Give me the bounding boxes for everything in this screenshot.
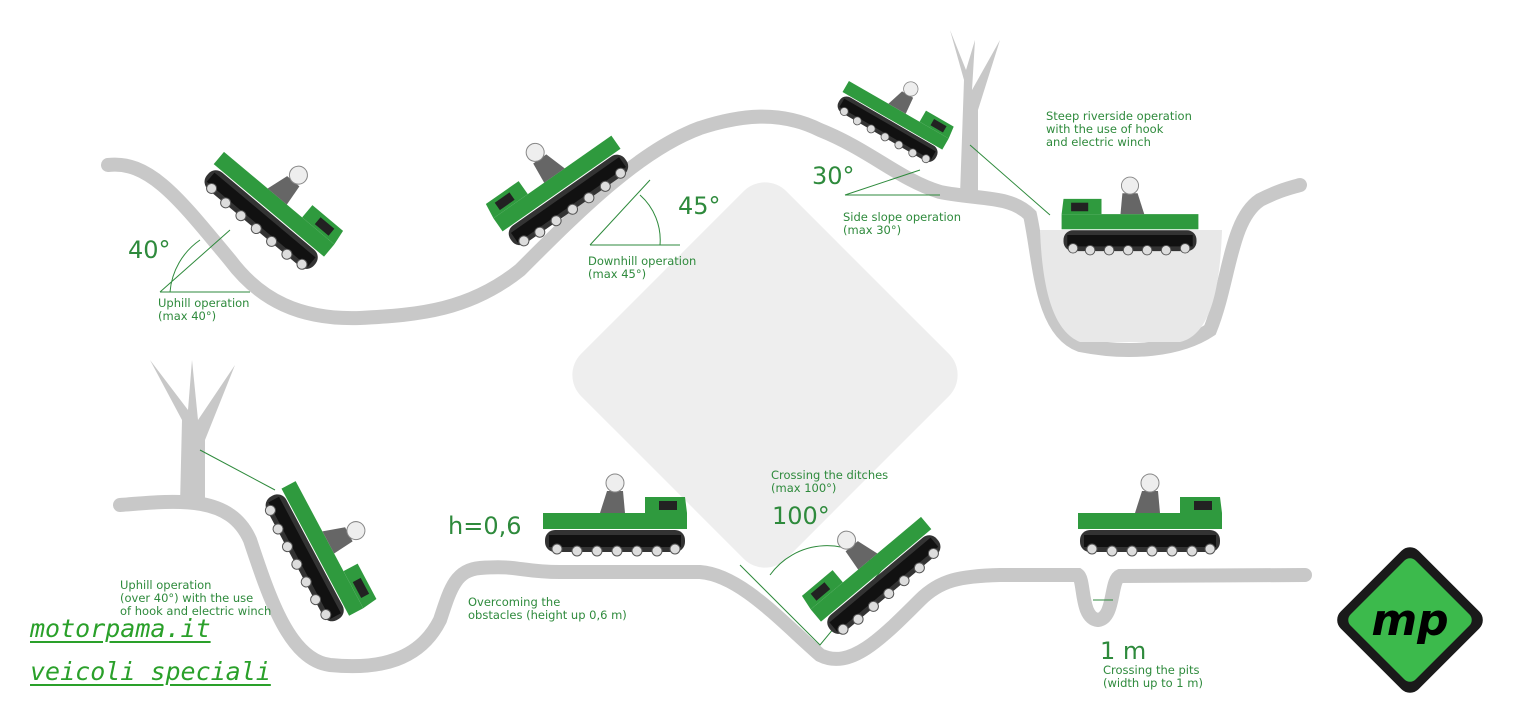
terrain-top [101, 109, 1307, 357]
motorpama-logo [1337, 547, 1483, 693]
caption-downhill: Downhill operation (max 45°) [588, 254, 697, 281]
angle-uphill: 40° [128, 236, 171, 264]
caption-obstacles: Overcoming the obstacles (height up 0,6 … [468, 595, 627, 622]
caption-side-slope: Side slope operation (max 30°) [843, 210, 961, 237]
vehicle-riverside [1061, 176, 1199, 256]
vehicle-obstacle [542, 473, 688, 557]
brand-tagline-link[interactable]: veicoli speciali [30, 657, 271, 686]
caption-uphill: Uphill operation (max 40°) [158, 296, 250, 323]
pit-width: 1 m [1100, 637, 1147, 665]
watermark-logo [572, 182, 958, 568]
tree-top [950, 30, 1000, 195]
obstacle-height: h=0,6 [448, 512, 522, 540]
caption-ditches: Crossing the ditches (max 100°) [771, 468, 889, 495]
angle-downhill: 45° [678, 192, 721, 220]
tree-bottom [150, 360, 235, 505]
caption-winch-uphill: Uphill operation (over 40°) with the use… [120, 578, 272, 618]
vehicle-pit [1077, 473, 1223, 557]
brand-site-link[interactable]: motorpama.it [30, 614, 211, 643]
logo-text: mp [1371, 595, 1448, 646]
caption-pits: Crossing the pits (width up to 1 m) [1103, 663, 1203, 690]
angle-ditches: 100° [772, 502, 830, 530]
caption-riverside: Steep riverside operation with the use o… [1046, 109, 1192, 149]
terrain-bottom [113, 494, 1312, 674]
angle-side-slope: 30° [812, 162, 855, 190]
